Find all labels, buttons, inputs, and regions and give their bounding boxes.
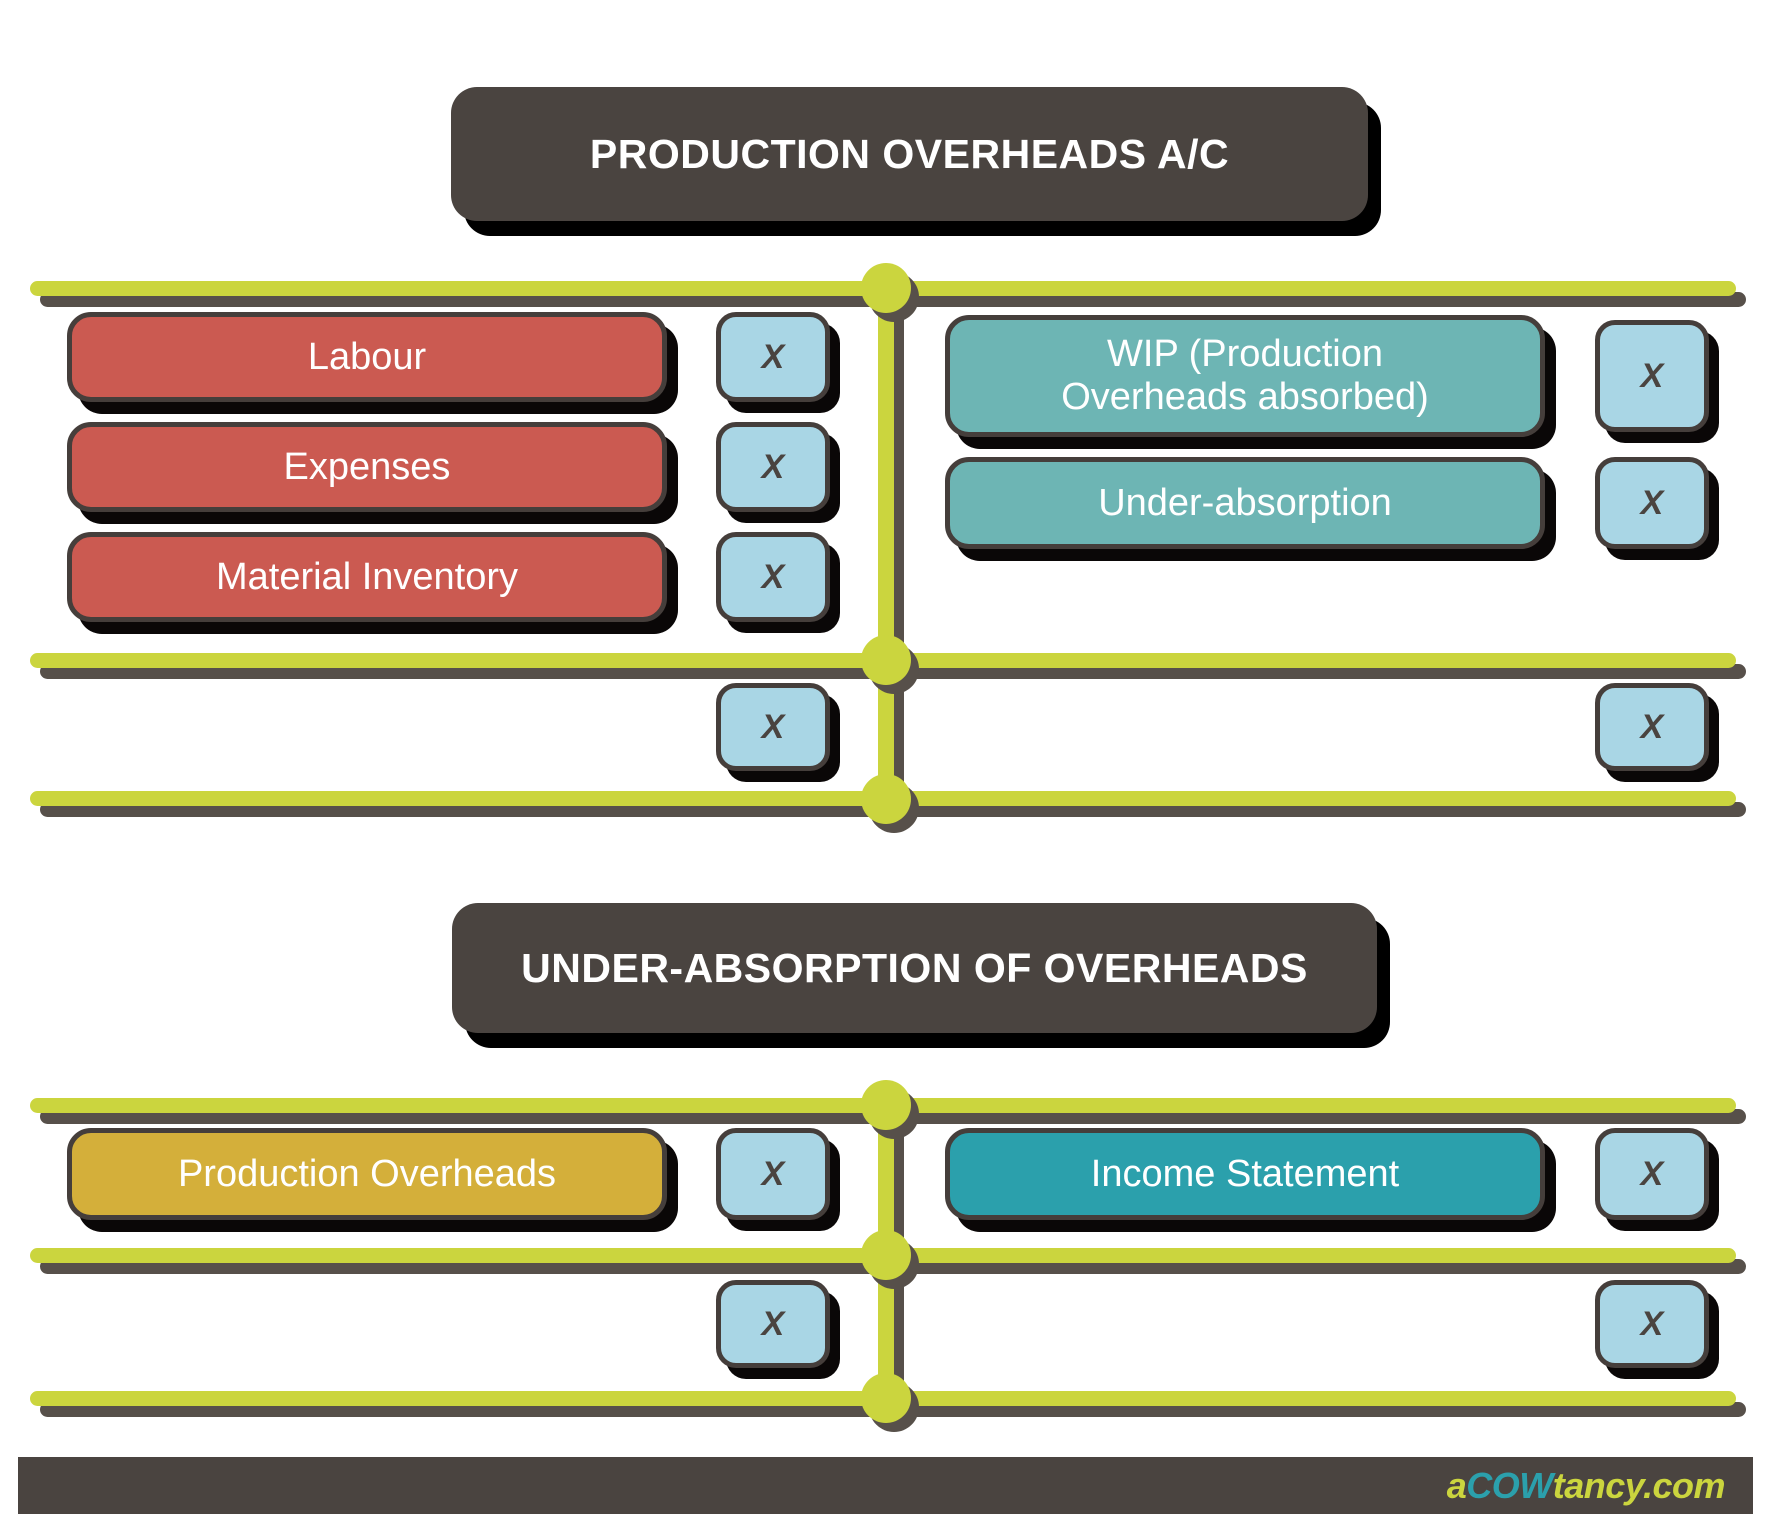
logo-suffix: tancy.com: [1552, 1464, 1726, 1506]
account2-debit-amount-production-overheads: X: [716, 1128, 830, 1220]
amount-value: X: [761, 447, 785, 486]
amount-value: X: [761, 1304, 785, 1343]
amount-value: X: [1640, 356, 1664, 395]
account1-node-middle: [861, 635, 911, 685]
account2-debit-entry-production-overheads: Production Overheads: [67, 1128, 667, 1220]
account2-title-bar: UNDER-ABSORPTION OF OVERHEADS: [452, 903, 1377, 1033]
amount-value: X: [1640, 707, 1664, 746]
entry-label: Material Inventory: [215, 555, 518, 598]
account1-credit-total: X: [1595, 683, 1709, 771]
entry-label: Income Statement: [1090, 1152, 1400, 1195]
account2-credit-total: X: [1595, 1280, 1709, 1368]
account1-credit-amount-wip: X: [1595, 320, 1709, 432]
entry-label: Production Overheads: [177, 1152, 557, 1195]
amount-value: X: [1640, 483, 1664, 522]
amount-value: X: [761, 707, 785, 746]
account1-node-top: [861, 263, 911, 313]
amount-value: X: [1640, 1154, 1664, 1193]
amount-value: X: [761, 557, 785, 596]
account1-debit-entry-expenses: Expenses: [67, 422, 667, 512]
logo-highlight: COW: [1466, 1464, 1553, 1506]
amount-value: X: [761, 337, 785, 376]
account2-node-bottom: [861, 1373, 911, 1423]
account2-credit-amount-income-statement: X: [1595, 1128, 1709, 1220]
entry-label: Expenses: [283, 445, 451, 488]
account1-debit-amount-labour: X: [716, 312, 830, 402]
entry-label: WIP (Production Overheads absorbed): [1061, 333, 1429, 418]
account1-debit-total: X: [716, 683, 830, 771]
account2-node-middle: [861, 1230, 911, 1280]
account1-t-divider-line: [878, 288, 894, 808]
account1-title-bar: PRODUCTION OVERHEADS A/C: [451, 87, 1368, 221]
entry-label: Labour: [307, 335, 427, 378]
account1-credit-entry-under-absorption: Under-absorption: [945, 457, 1545, 549]
entry-label: Under-absorption: [1098, 481, 1392, 524]
account1-credit-entry-wip: WIP (Production Overheads absorbed): [945, 315, 1545, 437]
account1-debit-amount-material-inventory: X: [716, 532, 830, 622]
acowtancy-logo: aCOWtancy.com: [1446, 1464, 1726, 1507]
account1-debit-amount-expenses: X: [716, 422, 830, 512]
account2-title: UNDER-ABSORPTION OF OVERHEADS: [521, 944, 1308, 991]
account2-node-top: [861, 1080, 911, 1130]
account1-node-bottom: [861, 774, 911, 824]
footer-bar: aCOWtancy.com: [18, 1457, 1753, 1514]
account1-credit-amount-under-absorption: X: [1595, 457, 1709, 549]
account2-debit-total: X: [716, 1280, 830, 1368]
account1-debit-entry-labour: Labour: [67, 312, 667, 402]
logo-prefix: a: [1446, 1464, 1467, 1506]
amount-value: X: [761, 1154, 785, 1193]
amount-value: X: [1640, 1304, 1664, 1343]
account1-title: PRODUCTION OVERHEADS A/C: [589, 130, 1230, 177]
account1-debit-entry-material-inventory: Material Inventory: [67, 532, 667, 622]
account2-credit-entry-income-statement: Income Statement: [945, 1128, 1545, 1220]
